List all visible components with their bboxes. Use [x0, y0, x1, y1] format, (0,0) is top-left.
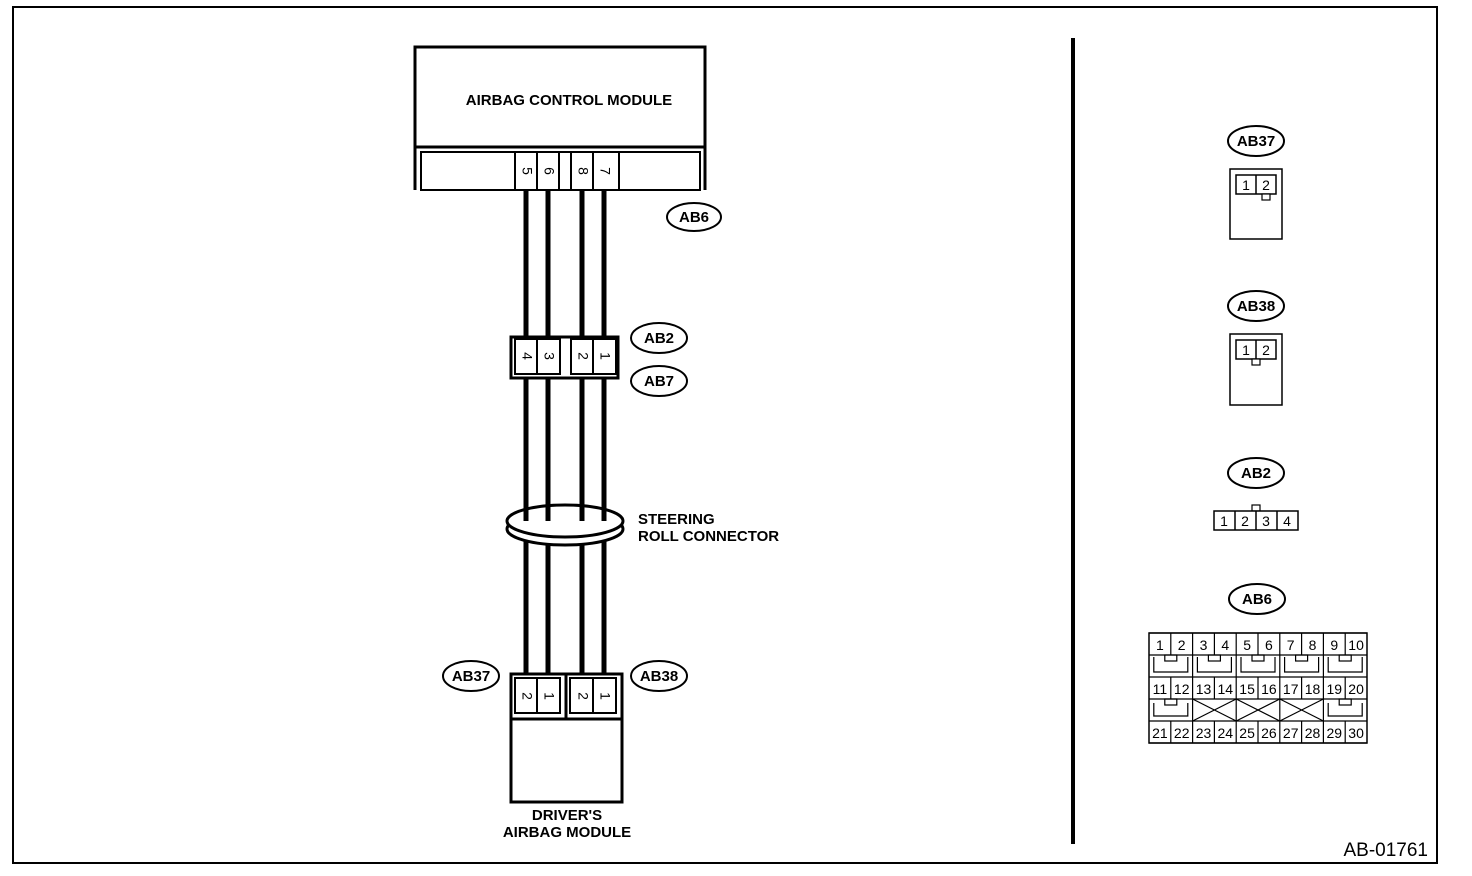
ab2-face-pin: 2	[1241, 513, 1249, 529]
ab37-tag: AB37	[442, 660, 500, 692]
ab2-face-pin: 4	[1283, 513, 1291, 529]
ab2-pin: 3	[541, 352, 557, 360]
ab2-tag: AB2	[630, 322, 688, 354]
roll-connector-label-1: STEERING	[638, 511, 715, 528]
ab6-face-pin: 29	[1327, 725, 1343, 741]
ab6-face-pin: 20	[1348, 681, 1364, 697]
ab37-ab38-connector: 2 1 2 1	[509, 672, 624, 721]
ab6-face-pin: 8	[1309, 637, 1317, 653]
ab2-tag-text: AB2	[644, 330, 674, 347]
ab38-face-tag: AB38	[1237, 298, 1275, 315]
ab6-face-pin: 21	[1152, 725, 1168, 741]
ab2-ab7-connector: 4 3 2 1	[509, 335, 620, 380]
ab38-tag: AB38	[630, 660, 688, 692]
harness-wires	[523, 190, 607, 677]
ab37-pin: 1	[541, 692, 557, 700]
drivers-airbag-module: DRIVER'S AIRBAG MODULE	[503, 717, 631, 841]
ab6-face-pin: 12	[1174, 681, 1190, 697]
ab6-face-pin: 24	[1218, 725, 1234, 741]
ab6-tag: AB6	[666, 202, 722, 232]
ab2-face-pin: 1	[1220, 513, 1228, 529]
ab37-face: AB37 1 2	[1227, 125, 1285, 240]
ab2-pin: 2	[575, 352, 591, 360]
ab6-pin: 5	[519, 167, 535, 175]
ab6-face-pin: 1	[1156, 637, 1164, 653]
ab6-face-pin: 16	[1261, 681, 1277, 697]
airbag-control-module: AIRBAG CONTROL MODULE	[413, 45, 707, 191]
ab6-face-pin: 22	[1174, 725, 1190, 741]
ab6-face-pin: 18	[1305, 681, 1321, 697]
ab6-face-pin: 23	[1196, 725, 1212, 741]
ab37-pin: 2	[519, 692, 535, 700]
ab6-face-pin: 14	[1218, 681, 1234, 697]
ab6-face-pin: 11	[1153, 681, 1168, 697]
ab6-face-pin: 10	[1348, 637, 1364, 653]
ab38-face-pin: 2	[1262, 342, 1270, 358]
ab38-pin: 1	[597, 692, 613, 700]
figure-code: AB-01761	[1343, 840, 1428, 861]
ab6-face-pin: 15	[1239, 681, 1255, 697]
ab6-pin: 8	[575, 167, 591, 175]
ab2-pin: 4	[519, 352, 535, 360]
ab6-face-pin: 30	[1348, 725, 1364, 741]
ab6-face-tag: AB6	[1242, 591, 1272, 608]
ab6-pin: 7	[597, 167, 613, 175]
ab37-face-pin: 2	[1262, 177, 1270, 193]
ab7-tag: AB7	[630, 365, 688, 397]
ab6-face-pin: 27	[1283, 725, 1299, 741]
ab38-face-pin: 1	[1242, 342, 1250, 358]
ab6-face-pin: 2	[1178, 637, 1186, 653]
ab6-face-pin: 3	[1200, 637, 1208, 653]
ab6-face-pin: 28	[1305, 725, 1321, 741]
ab6-face-pin: 6	[1265, 637, 1273, 653]
connector-faces-panel: AB37 1 2 AB38 1 2 AB2	[1148, 125, 1368, 744]
ab6-face-pin: 9	[1330, 637, 1338, 653]
steering-roll-connector: STEERING ROLL CONNECTOR	[505, 503, 779, 547]
ab6-face-grid	[1149, 632, 1367, 744]
ab6-pin: 6	[541, 167, 557, 175]
ab6-face-pin: 4	[1221, 637, 1229, 653]
ab6-face-pin: 19	[1327, 681, 1343, 697]
ab6-face-pin: 7	[1287, 637, 1295, 653]
ab6-face-pin: 13	[1196, 681, 1212, 697]
driver-module-label-2: AIRBAG MODULE	[503, 824, 631, 841]
ab38-face: AB38 1 2	[1227, 290, 1285, 406]
roll-connector-label-2: ROLL CONNECTOR	[638, 528, 779, 545]
driver-module-label-1: DRIVER'S	[532, 807, 602, 824]
ab38-pin: 2	[575, 692, 591, 700]
control-module-label: AIRBAG CONTROL MODULE	[466, 92, 672, 109]
ab7-tag-text: AB7	[644, 373, 674, 390]
ab37-tag-text: AB37	[452, 668, 490, 685]
ab6-connector: 5 6 8 7	[514, 151, 620, 191]
ab6-face-pin: 25	[1239, 725, 1255, 741]
ab38-tag-text: AB38	[640, 668, 678, 685]
ab37-face-tag: AB37	[1237, 133, 1275, 150]
ab6-face-pin: 5	[1243, 637, 1251, 653]
circuit-panel: AIRBAG CONTROL MODULE 5 6 8 7 AB6	[413, 45, 779, 841]
ab2-face-tag: AB2	[1241, 465, 1271, 482]
diagram-frame	[12, 6, 1438, 864]
ab2-face-pin: 3	[1262, 513, 1270, 529]
ab2-pin: 1	[597, 352, 613, 360]
ab2-face: AB2 1 2 3 4	[1213, 457, 1299, 531]
ab6-face-pin: 26	[1261, 725, 1277, 741]
ab6-face-pin: 17	[1283, 681, 1299, 697]
ab37-face-pin: 1	[1242, 177, 1250, 193]
ab6-tag-text: AB6	[679, 209, 709, 226]
